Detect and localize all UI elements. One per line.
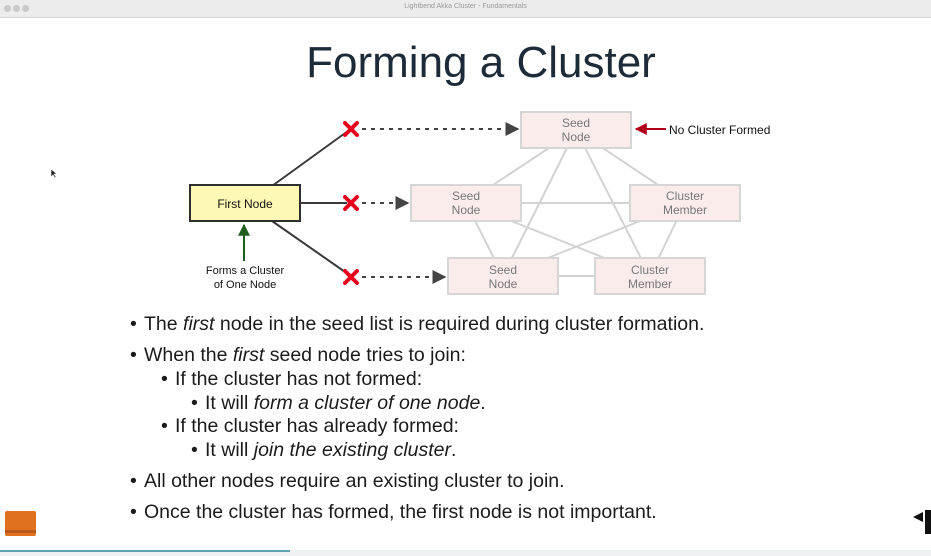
bullet-1: •The first node in the seed list is requ… <box>130 313 705 335</box>
red-x-icon-middle <box>343 195 359 211</box>
window-titlebar: Lightbend Akka Cluster - Fundamentals <box>0 0 931 18</box>
bullet-3: •If the cluster has not formed: <box>161 368 423 390</box>
forms-cluster-label-2: of One Node <box>214 279 276 291</box>
top-seed-label-2: Node <box>562 130 591 144</box>
right-cluster-member-box: Cluster Member <box>629 184 741 222</box>
right-member-label-1: Cluster <box>666 189 704 203</box>
slide-progress-fill <box>0 550 290 552</box>
bullet-4: •It will form a cluster of one node. <box>191 392 486 414</box>
minimize-window-button[interactable] <box>13 5 20 12</box>
bullet-8: •Once the cluster has formed, the first … <box>130 501 657 523</box>
red-x-icon-top <box>343 121 359 137</box>
bottom-seed-label-2: Node <box>489 277 518 291</box>
top-seed-node-box: Seed Node <box>520 111 632 149</box>
mouse-cursor-icon <box>50 168 58 179</box>
window-title: Lightbend Akka Cluster - Fundamentals <box>404 3 527 10</box>
slide-title: Forming a Cluster <box>306 38 656 87</box>
close-window-button[interactable] <box>4 5 11 12</box>
bullet-6: •It will join the existing cluster. <box>191 439 457 461</box>
no-cluster-label: No Cluster Formed <box>669 123 770 137</box>
bottom-seed-node-box: Seed Node <box>447 257 559 295</box>
top-seed-label-1: Seed <box>562 116 590 130</box>
right-member-label-2: Member <box>663 203 707 217</box>
first-node-label: First Node <box>217 197 273 211</box>
middle-seed-label-1: Seed <box>452 189 480 203</box>
middle-seed-label-2: Node <box>452 203 481 217</box>
bottom-cluster-member-box: Cluster Member <box>594 257 706 295</box>
lightbend-logo-base <box>5 530 36 533</box>
maximize-window-button[interactable] <box>22 5 29 12</box>
first-node-box: First Node <box>189 184 301 222</box>
forms-cluster-label-1: Forms a Cluster <box>206 265 285 277</box>
first-node-connectors <box>271 130 349 275</box>
red-x-icon-bottom <box>343 269 359 285</box>
bottom-seed-label-1: Seed <box>489 263 517 277</box>
bottom-member-label-1: Cluster <box>631 263 669 277</box>
failed-join-icons <box>343 121 359 285</box>
bullet-7: •All other nodes require an existing clu… <box>130 470 565 492</box>
slide-progress-track <box>0 550 931 556</box>
prev-slide-icon[interactable] <box>912 510 931 534</box>
join-attempt-arrows <box>362 122 520 284</box>
bullet-2: •When the first seed node tries to join: <box>130 344 466 366</box>
bullet-5: •If the cluster has already formed: <box>161 415 459 437</box>
bottom-member-label-2: Member <box>628 277 672 291</box>
middle-seed-node-box: Seed Node <box>410 184 522 222</box>
